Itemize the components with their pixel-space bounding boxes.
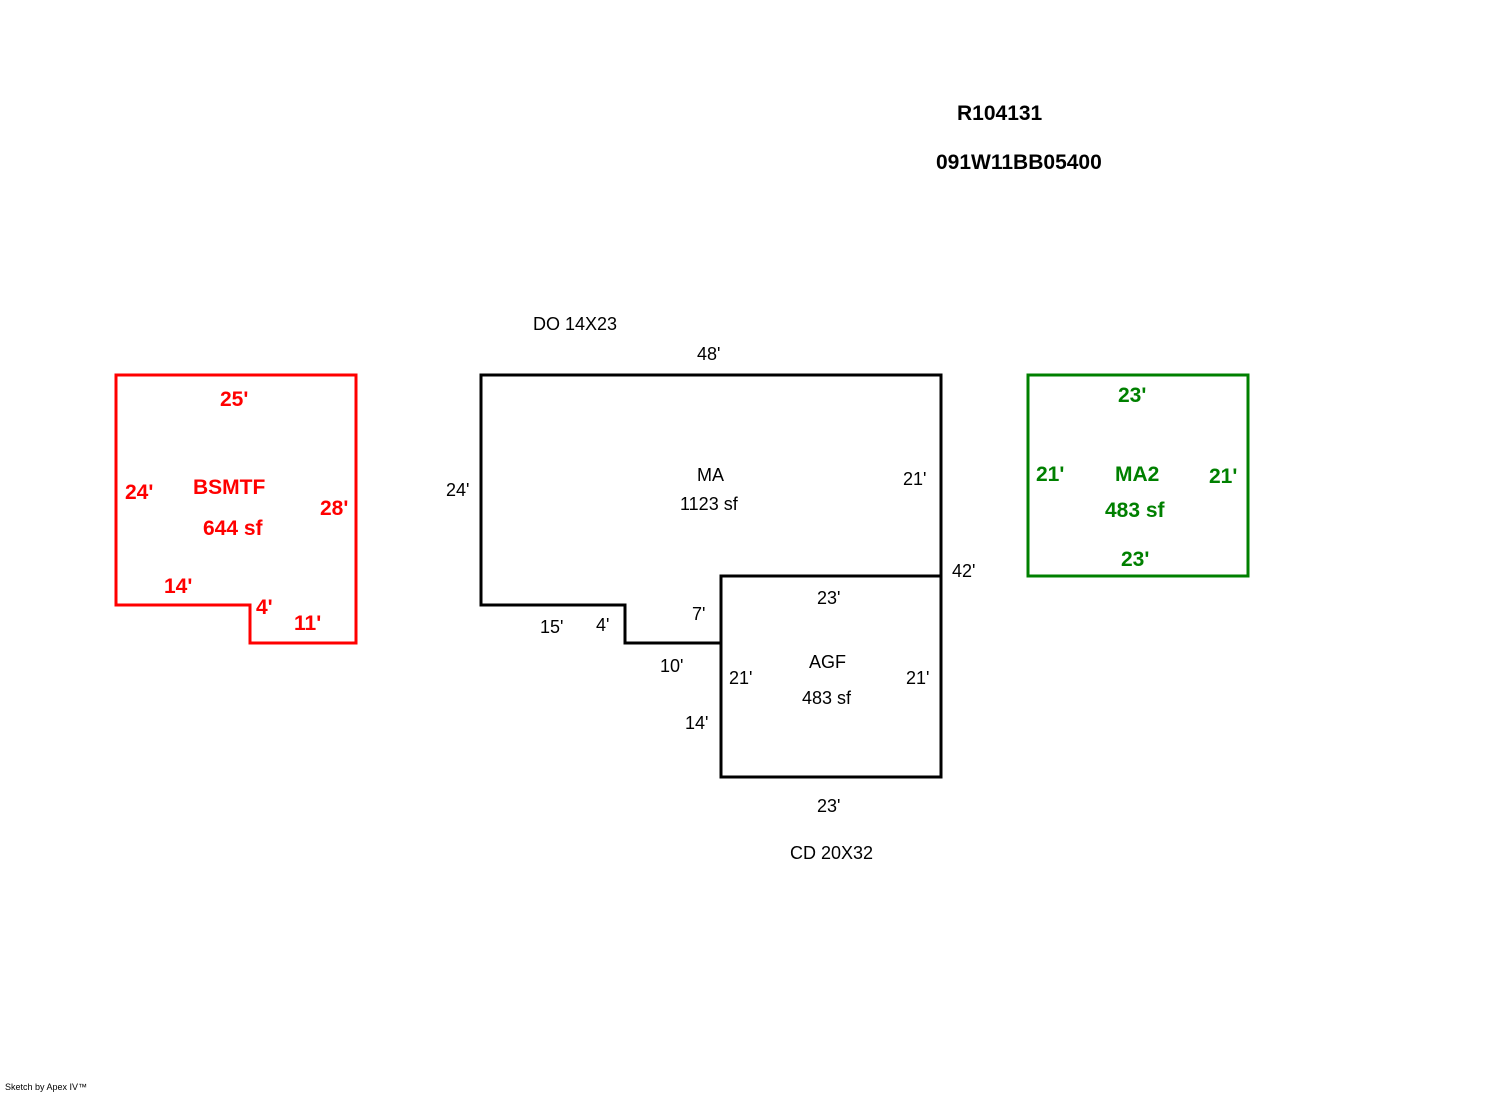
ma-bottom-left-dim: 15' [540, 617, 564, 637]
bsmtf-right-dim: 28' [320, 497, 349, 520]
ma-left-dim: 24' [446, 480, 470, 500]
ma2-outline [1026, 373, 1250, 578]
bsmtf-step-dim: 4' [256, 596, 273, 619]
deck-note-top: DO 14X23 [533, 314, 618, 334]
bsmtf-bottom-left-dim: 14' [164, 575, 193, 598]
ma2-bottom-dim: 23' [1121, 548, 1150, 571]
ma-area: 1123 sf [680, 494, 738, 514]
bsmtf-label: BSMTF [193, 476, 266, 499]
agf-label: AGF [809, 652, 847, 672]
parcel-id: R104131 [957, 102, 1043, 125]
ma2-left-dim: 21' [1036, 463, 1065, 486]
ma-step2-dim: 7' [692, 604, 706, 624]
ma2-top-dim: 23' [1118, 384, 1147, 407]
agf-left-dim: 21' [729, 668, 753, 688]
ma-label: MA [697, 465, 724, 485]
agf-right-dim: 21' [906, 668, 930, 688]
agf-top-dim: 23' [817, 588, 841, 608]
agf-bottom-dim: 23' [817, 796, 841, 816]
ma2-label: MA2 [1115, 463, 1160, 486]
bsmtf-top-dim: 25' [220, 388, 249, 411]
ma2-right-dim: 21' [1209, 465, 1238, 488]
ma-step1-dim: 4' [596, 615, 610, 635]
ma-right-upper-dim: 21' [903, 469, 927, 489]
ma-right-total-dim: 42' [952, 561, 976, 581]
bsmtf-bottom-right-dim: 11' [294, 612, 322, 635]
ma2-area: 483 sf [1105, 499, 1165, 522]
map-number: 091W11BB05400 [936, 151, 1102, 174]
bsmtf-area: 644 sf [203, 517, 263, 540]
agf-area: 483 sf [802, 688, 852, 708]
footer-credit: Sketch by Apex IV™ [5, 1082, 88, 1092]
ma-step3-dim: 10' [660, 656, 684, 676]
deck-note-bottom: CD 20X32 [790, 843, 874, 863]
bsmtf-outline [114, 373, 358, 645]
agf-outline [719, 574, 943, 779]
ma-lower-left-dim: 14' [685, 713, 709, 733]
ma-top-dim: 48' [697, 344, 721, 364]
bsmtf-left-dim: 24' [125, 481, 154, 504]
